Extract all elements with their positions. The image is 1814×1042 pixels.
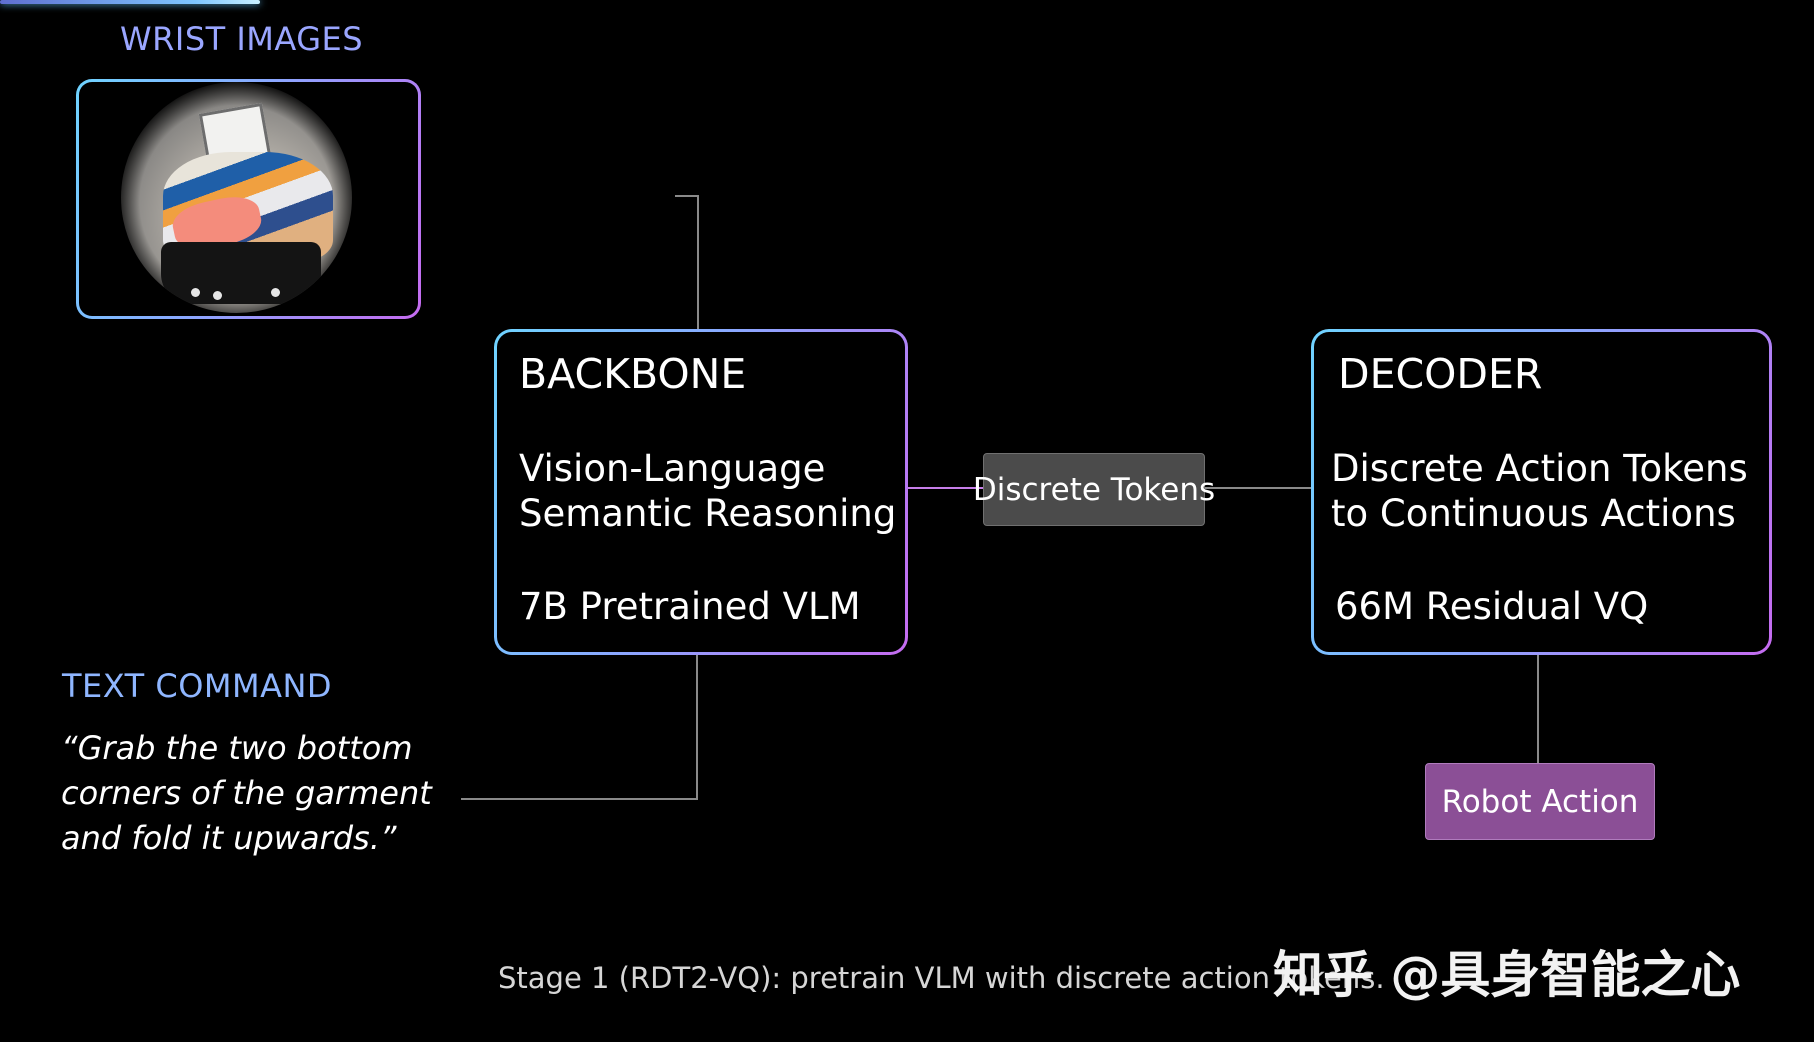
- photo-marker-dot: [191, 288, 200, 297]
- text-command-label: TEXT COMMAND: [62, 667, 333, 705]
- photo-marker-dot: [213, 291, 222, 300]
- decoder-title: DECODER: [1338, 350, 1543, 398]
- backbone-description-line1: Vision-Language: [519, 447, 826, 490]
- decoder-block: DECODER Discrete Action Tokens to Contin…: [1311, 329, 1772, 655]
- decoder-description-line1: Discrete Action Tokens: [1331, 447, 1748, 490]
- discrete-tokens-pill: Discrete Tokens: [973, 453, 1215, 526]
- decoder-to-action-line: [1537, 652, 1539, 763]
- wrist-connector-vertical: [697, 195, 699, 329]
- tokens-to-decoder-line: [1203, 487, 1311, 489]
- wrist-connector-horizontal: [675, 195, 698, 197]
- backbone-title: BACKBONE: [519, 350, 747, 398]
- stage-caption: Stage 1 (RDT2-VQ): pretrain VLM with dis…: [498, 961, 1385, 995]
- wrist-camera-image: [121, 82, 352, 313]
- command-connector-vertical: [696, 650, 698, 799]
- photo-marker-dot: [271, 288, 280, 297]
- command-connector-horizontal: [461, 798, 698, 800]
- wrist-images-label: WRIST IMAGES: [120, 20, 364, 58]
- text-command-quote: “Grab the two bottom corners of the garm…: [61, 729, 432, 857]
- robot-action-pill: Robot Action: [1425, 763, 1655, 840]
- backbone-model: 7B Pretrained VLM: [519, 585, 861, 628]
- backbone-block: BACKBONE Vision-Language Semantic Reason…: [494, 329, 908, 655]
- wrist-to-backbone-glow-line: [0, 0, 260, 4]
- zhihu-watermark: 知乎 @具身智能之心: [1273, 946, 1741, 1004]
- backbone-to-tokens-line: [905, 487, 983, 489]
- decoder-model: 66M Residual VQ: [1335, 585, 1649, 628]
- decoder-description-line2: to Continuous Actions: [1331, 492, 1736, 535]
- backbone-description-line2: Semantic Reasoning: [519, 492, 897, 535]
- photo-gripper: [161, 242, 321, 304]
